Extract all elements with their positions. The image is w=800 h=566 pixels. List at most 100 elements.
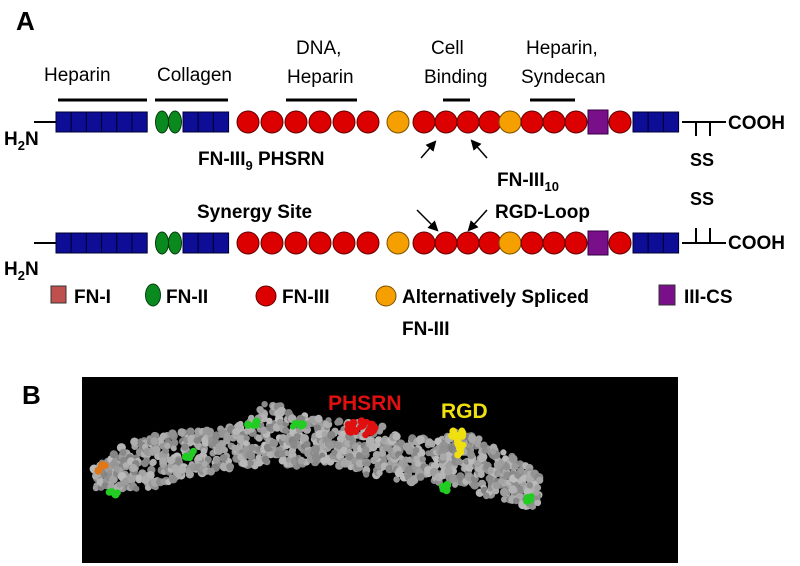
atom-sphere xyxy=(278,450,286,458)
atom-sphere xyxy=(452,481,458,488)
highlight-residue xyxy=(190,447,197,455)
legend-fn3-label: FN-III xyxy=(282,287,330,308)
fn1-domain xyxy=(101,232,118,254)
atom-sphere xyxy=(162,447,170,455)
atom-sphere xyxy=(141,475,150,485)
fn2-domain xyxy=(155,231,169,255)
atom-sphere xyxy=(393,476,400,483)
atom-sphere xyxy=(143,458,150,465)
atom-sphere xyxy=(412,447,420,454)
phsrn-residue xyxy=(357,417,366,426)
fn1-domain xyxy=(131,111,148,133)
atom-sphere xyxy=(175,457,182,464)
iiics-domain xyxy=(587,109,609,135)
syndecan-label: Syndecan xyxy=(521,67,606,88)
fn1-domain xyxy=(632,111,649,133)
atom-sphere xyxy=(492,482,500,490)
phsrn-residue xyxy=(347,429,354,436)
atom-sphere xyxy=(170,445,177,452)
atom-sphere xyxy=(474,440,482,448)
atom-sphere xyxy=(261,455,270,464)
atom-sphere xyxy=(278,456,287,465)
legend: FN-I FN-II FN-III Alternatively Spliced … xyxy=(50,283,733,340)
fn3-10-label: FN-III10 xyxy=(497,170,559,194)
atom-sphere xyxy=(300,434,309,443)
arrow-rgd-loop xyxy=(467,209,488,232)
fn3-domain xyxy=(434,231,458,255)
legend-fn1-label: FN-I xyxy=(74,287,111,308)
phsrn-residue xyxy=(372,424,379,432)
fn3-domain xyxy=(284,231,308,255)
fn2-domain xyxy=(168,231,182,255)
legend-fn3-swatch xyxy=(255,285,277,307)
alt-spliced-fn3-domain xyxy=(498,231,522,255)
fn3-9-phsrn-label: FN-III9 PHSRN xyxy=(198,149,325,173)
atom-sphere xyxy=(440,444,447,451)
atom-sphere xyxy=(113,465,120,472)
fn1-domain xyxy=(197,111,214,133)
n-terminus-2: H2N xyxy=(4,259,39,283)
fn3-domain xyxy=(356,231,380,255)
atom-sphere xyxy=(526,482,534,489)
atom-sphere xyxy=(224,431,231,439)
atom-sphere xyxy=(331,449,338,456)
fn1-domain xyxy=(647,232,664,254)
atom-sphere xyxy=(481,447,489,454)
atom-sphere xyxy=(164,442,171,449)
atom-sphere xyxy=(327,431,336,439)
rgd-residue xyxy=(457,448,465,456)
fn1-domain xyxy=(70,232,87,254)
atom-sphere xyxy=(370,456,378,465)
fn1-domain xyxy=(212,111,230,133)
atom-sphere xyxy=(171,464,179,471)
atom-sphere xyxy=(129,464,138,472)
arrow-synergy-site xyxy=(416,209,439,232)
iiics-domain xyxy=(587,230,609,256)
fibronectin-chain-1 xyxy=(34,109,726,135)
atom-sphere xyxy=(269,438,279,448)
atom-sphere xyxy=(247,460,254,467)
atom-sphere xyxy=(119,448,127,456)
atom-sphere xyxy=(379,449,386,457)
fn3-domain xyxy=(284,110,308,134)
fn1-domain xyxy=(116,232,133,254)
highlight-residue xyxy=(252,417,261,426)
atom-sphere xyxy=(534,499,542,507)
atom-sphere xyxy=(266,417,273,425)
atom-sphere xyxy=(207,467,215,476)
atom-sphere xyxy=(517,467,525,475)
atom-sphere xyxy=(468,434,477,444)
atom-sphere xyxy=(237,420,244,427)
dna-heparin-label: Heparin xyxy=(287,67,354,88)
atom-sphere xyxy=(415,460,422,467)
atom-sphere xyxy=(122,462,130,469)
atom-sphere xyxy=(487,467,494,475)
atom-sphere xyxy=(364,460,371,468)
disulfide-label-1: SS xyxy=(690,150,714,170)
highlight-residue xyxy=(114,489,121,496)
atom-sphere xyxy=(195,454,203,462)
heparin-syndecan-label-1: Heparin, xyxy=(526,38,598,59)
atom-sphere xyxy=(149,458,157,466)
arrow-to-fn3-9 xyxy=(420,140,437,159)
atom-sphere xyxy=(133,485,140,492)
atom-sphere xyxy=(363,471,370,478)
atom-sphere xyxy=(280,434,287,442)
atom-sphere xyxy=(362,446,370,454)
atom-sphere xyxy=(128,475,137,484)
atom-sphere xyxy=(500,449,507,456)
atom-sphere xyxy=(181,443,189,451)
legend-fn1-swatch xyxy=(50,285,67,304)
atom-sphere xyxy=(159,457,167,465)
atom-sphere xyxy=(260,426,268,434)
atom-sphere xyxy=(374,441,381,448)
fn1-domain xyxy=(197,232,214,254)
atom-sphere xyxy=(130,437,139,447)
phsrn-residue xyxy=(362,431,369,439)
atom-sphere xyxy=(256,406,264,414)
highlight-residue xyxy=(439,486,446,493)
atom-sphere xyxy=(152,445,161,454)
fn1-domain xyxy=(662,232,680,254)
atom-sphere xyxy=(231,444,238,451)
